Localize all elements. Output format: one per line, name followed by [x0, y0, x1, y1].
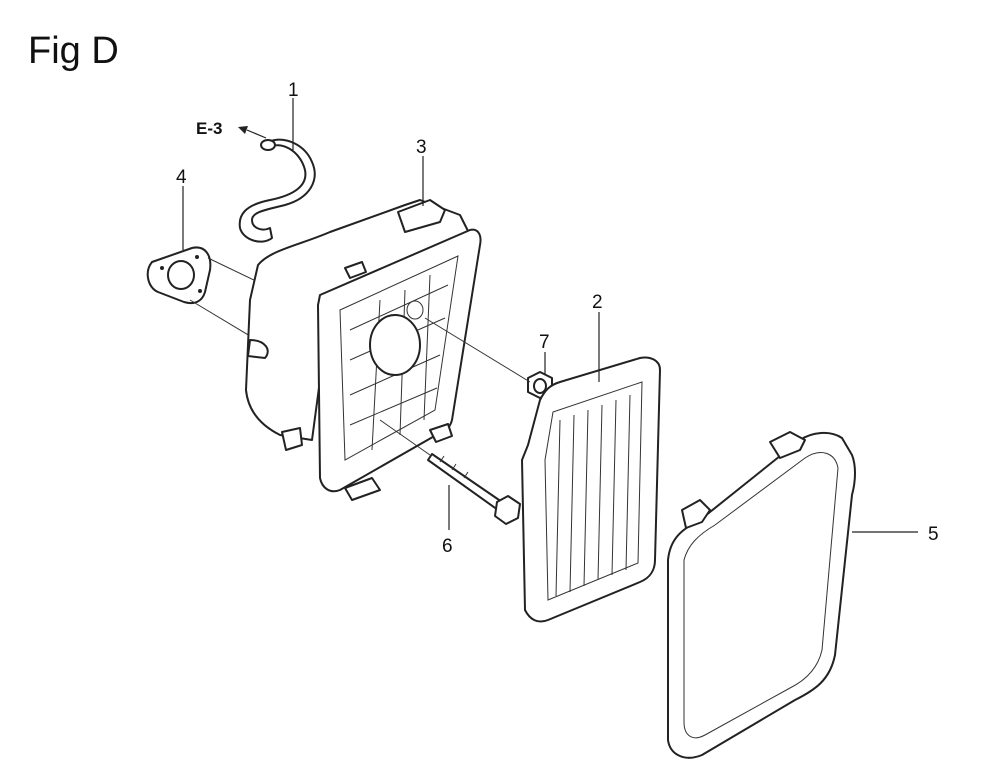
cross-reference-label: E-3 — [196, 119, 222, 138]
alignment-line — [207, 257, 259, 283]
air-cleaner-cover — [667, 431, 856, 759]
figure-title: Fig D — [28, 30, 119, 72]
alignment-line — [424, 317, 531, 383]
air-cleaner-case — [245, 199, 482, 501]
part-label-5: 5 — [928, 524, 939, 545]
part-label-4: 4 — [176, 167, 187, 188]
part-label-7: 7 — [539, 332, 550, 353]
part-label-2: 2 — [592, 292, 603, 313]
air-filter-element — [521, 356, 661, 623]
cross-reference-arrow — [238, 126, 267, 139]
part-label-6: 6 — [442, 536, 453, 557]
gasket — [146, 246, 212, 305]
bolt — [427, 453, 521, 525]
part-label-1: 1 — [288, 80, 299, 101]
alignment-line — [379, 419, 431, 456]
part-label-3: 3 — [416, 137, 427, 158]
breather-hose — [238, 138, 316, 243]
